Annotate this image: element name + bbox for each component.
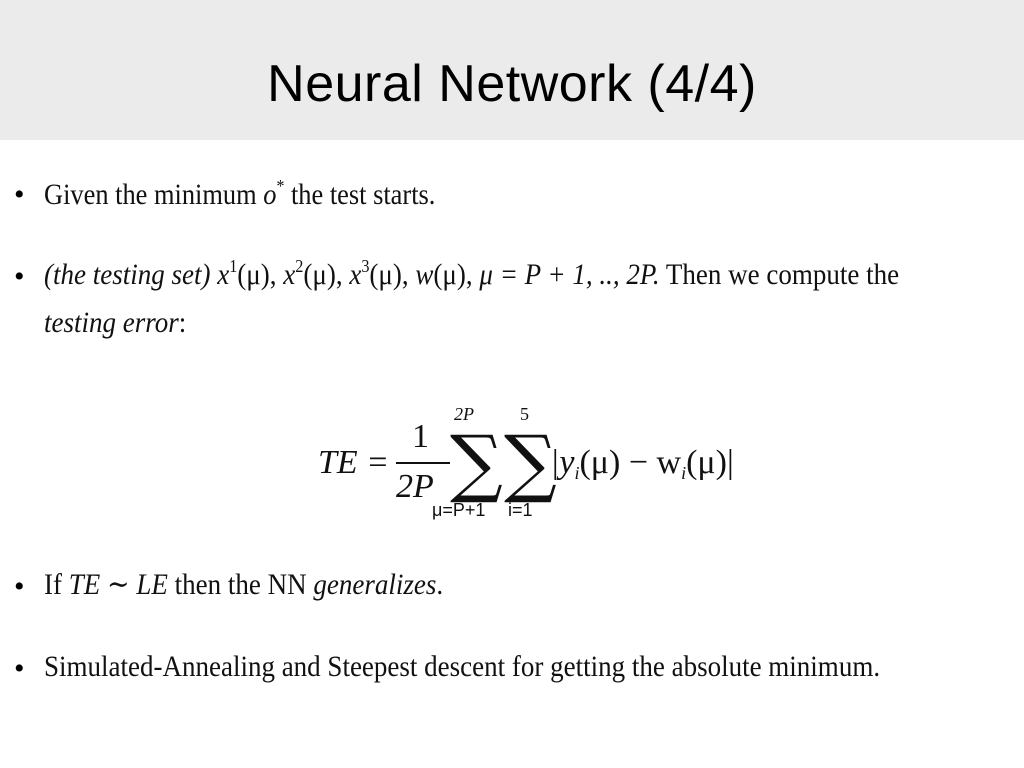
bullet-2-sep1: ,: [269, 258, 284, 291]
formula-body-mid: (μ) − w: [579, 444, 682, 481]
bullet-1-text-a: Given the minimum: [44, 178, 264, 211]
formula-body: |yi(μ) − wi(μ)|: [550, 444, 734, 482]
bullet-2-mu1: (μ): [237, 258, 270, 291]
bullet-2-line2: testing error: [44, 306, 179, 339]
bullet-3-italic: generalizes: [313, 568, 437, 601]
bullet-2-sep2: ,: [335, 258, 350, 291]
bullet-2-sup1: 1: [229, 256, 238, 276]
bullet-2-marker: •: [14, 260, 25, 293]
bullet-2-sep4: ,: [465, 258, 480, 291]
bullet-3-text-a: If: [44, 568, 69, 601]
formula-frac-num: 1: [412, 418, 429, 455]
bullet-2-mu2: (μ): [303, 258, 336, 291]
bullet-2-x3: x: [349, 258, 362, 291]
formula-frac-den: 2P: [396, 468, 434, 505]
formula-frac-line: [396, 462, 450, 464]
bullet-1-math-star: *: [276, 176, 285, 196]
bullet-2-mu4: (μ): [433, 258, 466, 291]
bullet-2-label: (the testing set): [44, 258, 211, 291]
bullet-1-marker: •: [14, 178, 25, 211]
bullet-2-tail: Then we compute the: [659, 258, 900, 291]
formula-lhs: TE =: [318, 444, 390, 481]
testing-error-formula: TE = 1 2P 2P ∑ μ=P+1 5 ∑ i=1 |yi(μ) − wi…: [318, 400, 738, 530]
formula-sum2-lower: i=1: [508, 500, 533, 520]
bullet-2-line-1: (the testing set) x1(μ), x2(μ), x3(μ), w…: [44, 256, 900, 291]
formula-sum2-sigma: ∑: [504, 420, 557, 506]
formula-sum1-sigma: ∑: [450, 420, 503, 506]
bullet-4-text: Simulated-Annealing and Steepest descent…: [44, 650, 881, 683]
bullet-2-w: w: [415, 258, 434, 291]
bullet-3-end: .: [436, 568, 444, 601]
formula-sum2-upper: 5: [520, 404, 529, 424]
formula-body-y: |y: [550, 444, 575, 481]
bullet-2-line2-end: :: [178, 306, 187, 339]
formula-body-i: i: [574, 463, 580, 483]
bullet-1-math-o: o: [263, 178, 277, 211]
formula-sum1-upper: 2P: [454, 404, 474, 424]
bullet-2-line-2: testing error:: [44, 306, 186, 339]
bullet-2-sup3: 3: [361, 256, 370, 276]
bullet-4-marker: •: [14, 652, 25, 685]
formula-body-i2: i: [681, 463, 687, 483]
bullet-3-marker: •: [14, 570, 25, 603]
title-band: [0, 0, 1024, 140]
bullet-3-text-b: then the NN: [167, 568, 314, 601]
bullet-2-mu3: (μ): [369, 258, 402, 291]
bullet-3-text: If TE ∼ LE then the NN generalizes.: [44, 568, 443, 601]
bullet-2-range: μ = P + 1, .., 2P.: [479, 258, 660, 291]
bullet-2-x2: x: [283, 258, 296, 291]
bullet-2-sep3: ,: [401, 258, 416, 291]
bullet-1-text: Given the minimum o* the test starts.: [44, 176, 436, 211]
bullet-1-text-b: the test starts.: [284, 178, 436, 211]
formula-sum1-lower: μ=P+1: [432, 500, 486, 520]
bullet-2-sup2: 2: [295, 256, 304, 276]
bullet-3-math: TE ∼ LE: [68, 568, 168, 601]
formula-body-end: (μ)|: [686, 444, 734, 481]
bullet-2-x1: x: [217, 258, 230, 291]
slide-title: Neural Network (4/4): [267, 55, 757, 113]
